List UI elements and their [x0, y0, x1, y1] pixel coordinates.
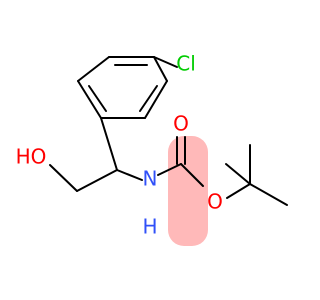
nitrogen-to-carbonyl-bond [157, 163, 182, 176]
ring-bond-5 [77, 80, 102, 119]
benzylic-to-ch2-bond [76, 169, 118, 192]
ch2-to-oxygen-bond [49, 164, 78, 192]
benzylic-to-nitrogen-bond [116, 169, 143, 181]
ring-bond-3 [144, 80, 168, 119]
carbonyl-oxygen-label: O [173, 112, 189, 136]
nh-highlight [168, 136, 208, 246]
ring-inner-bond-3 [88, 85, 107, 112]
ring-inner-bond-2 [139, 85, 158, 112]
ester-oxygen-to-tbutyl-bond [226, 183, 251, 199]
benzene-ring [77, 56, 168, 119]
ring-bond-6 [77, 56, 110, 82]
ester-oxygen-label: O [207, 190, 223, 214]
hydroxyl-label: HO [16, 145, 47, 169]
ring-bond-2 [153, 56, 168, 82]
ring-chlorine-bond [153, 56, 178, 68]
hydrogen-atom-label: H [142, 215, 157, 239]
aryl-to-benzylic-bond [100, 117, 118, 171]
carbonyl-to-ester-oxygen-bond [180, 163, 204, 187]
nitrogen-atom-label: N [143, 167, 158, 191]
chlorine-atom-label: Cl [176, 52, 196, 76]
tbutyl-methyl-left [225, 163, 251, 185]
chemical-structure: Cl HO N H O O [16, 52, 288, 246]
tbutyl-methyl-right [249, 183, 288, 206]
